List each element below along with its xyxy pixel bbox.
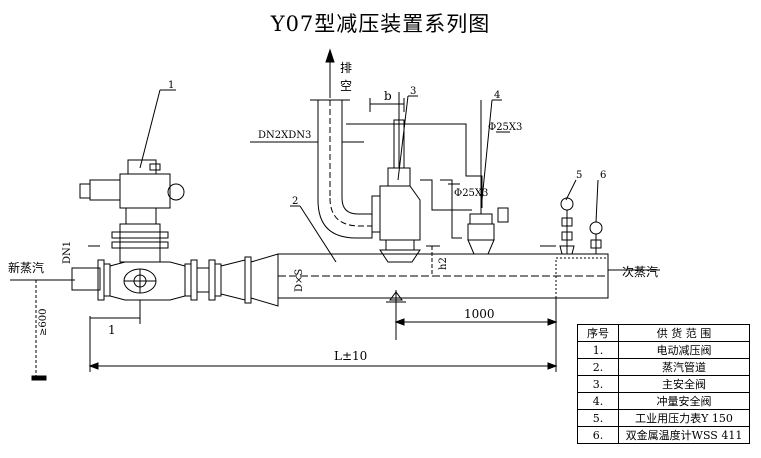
row-no: 4. — [577, 392, 619, 410]
table-row: 2. 蒸汽管道 — [577, 358, 750, 376]
callout-2: 2 — [292, 196, 298, 207]
row-name: 冲量安全阀 — [618, 392, 750, 410]
row-name: 工业用压力表Y 150 — [618, 409, 750, 427]
header-name: 供 货 范 围 — [618, 324, 750, 342]
phi25-mid-label: Φ25X3 — [454, 188, 488, 199]
phi25-top-label: Φ25X3 — [488, 122, 522, 133]
table-row: 6. 双金属温度计WSS 411 — [577, 426, 750, 444]
table-header-row: 序号 供 货 范 围 — [577, 324, 750, 342]
table-row: 1. 电动减压阀 — [577, 341, 750, 359]
dn1-label: DN1 — [62, 241, 73, 264]
h2-label: h2 — [438, 257, 449, 270]
impulse-safety-valve — [467, 100, 509, 255]
diagram-title: Y07型减压装置系列图 — [270, 12, 491, 36]
dimension-1000: 1000 — [464, 307, 495, 321]
dimension-b: b — [384, 89, 392, 103]
exhaust-pipe — [317, 99, 373, 239]
row-no: 3. — [577, 375, 619, 393]
pressure-gauge — [559, 197, 575, 255]
electric-actuator — [79, 159, 185, 263]
exhaust-label-2: 空 — [340, 79, 352, 93]
row-name: 主安全阀 — [618, 375, 750, 393]
callout-4: 4 — [494, 90, 500, 101]
table-row: 4. 冲量安全阀 — [577, 392, 750, 410]
row-name: 电动减压阀 — [618, 341, 750, 359]
table-row: 5. 工业用压力表Y 150 — [577, 409, 750, 427]
row-no: 2. — [577, 358, 619, 376]
main-safety-valve — [371, 92, 421, 263]
inlet-pipe — [71, 267, 101, 291]
outlet-label: 次蒸汽 — [622, 264, 658, 279]
dimension-600: ≥600 — [38, 309, 49, 336]
row-name: 蒸汽管道 — [618, 358, 750, 376]
dn2xdn3-label: DN2XDN3 — [258, 130, 311, 141]
row-name: 双金属温度计WSS 411 — [618, 426, 750, 444]
callout-5: 5 — [576, 170, 582, 181]
dimension-l: L±10 — [334, 349, 367, 363]
inlet-label: 新蒸汽 — [8, 260, 44, 275]
inlet-flange — [97, 259, 105, 301]
callout-3: 3 — [410, 86, 416, 97]
callout-6: 6 — [600, 170, 606, 181]
pipe-spec-label: D×S — [294, 269, 305, 292]
impulse-pipe-top — [346, 123, 483, 208]
table-row: 3. 主安全阀 — [577, 375, 750, 393]
dimension-1: 1 — [108, 323, 116, 337]
row-no: 5. — [577, 409, 619, 427]
row-no: 6. — [577, 426, 619, 444]
temperature-gauge — [589, 221, 603, 254]
header-no: 序号 — [577, 324, 619, 342]
callout-1: 1 — [168, 80, 174, 91]
supply-scope-table: 序号 供 货 范 围 1. 电动减压阀 2. 蒸汽管道 3. 主安全阀 4. 冲… — [577, 324, 750, 444]
row-no: 1. — [577, 341, 619, 359]
exhaust-label-1: 排 — [340, 61, 352, 75]
